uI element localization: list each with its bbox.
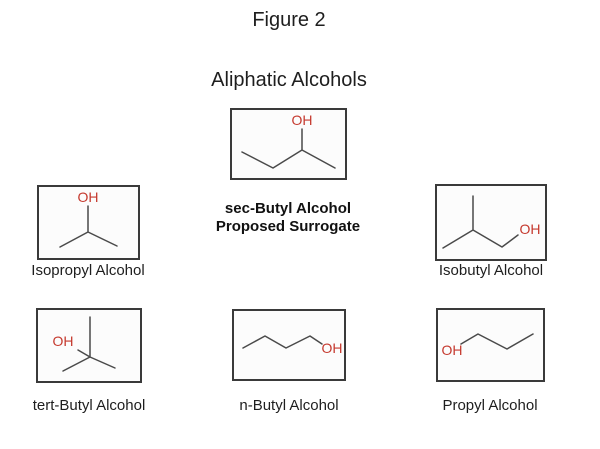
molecule-label-tert-butyl: tert-Butyl Alcohol bbox=[32, 397, 146, 414]
molecule-label-propyl: Propyl Alcohol bbox=[442, 397, 538, 414]
bond-skeleton bbox=[442, 195, 519, 249]
hydroxyl-label: OH bbox=[442, 342, 463, 358]
surrogate-note: Proposed Surrogate bbox=[215, 218, 361, 235]
structure-drawing-sec-butyl: OH bbox=[241, 112, 336, 169]
bond-skeleton bbox=[59, 205, 118, 248]
bond-skeleton bbox=[242, 335, 323, 349]
structure-drawing-isopropyl: OH bbox=[59, 189, 118, 248]
structure-box-sec-butyl: OH bbox=[230, 108, 347, 180]
molecule-label-isobutyl: Isobutyl Alcohol bbox=[438, 262, 544, 279]
structure-drawing-isobutyl: OH bbox=[442, 195, 541, 249]
hydroxyl-label: OH bbox=[292, 112, 313, 128]
structure-box-propyl: OH bbox=[436, 308, 545, 382]
bond-skeleton bbox=[62, 316, 116, 372]
structure-drawing-propyl: OH bbox=[442, 333, 534, 358]
bond-skeleton bbox=[241, 128, 336, 169]
surrogate-name: sec-Butyl Alcohol bbox=[224, 200, 352, 217]
figure-title: Figure 2 bbox=[252, 9, 326, 31]
molecule-label-isopropyl: Isopropyl Alcohol bbox=[31, 262, 145, 279]
structure-box-isopropyl: OH bbox=[37, 185, 140, 260]
hydroxyl-label: OH bbox=[78, 189, 99, 205]
bond-skeleton bbox=[460, 333, 534, 350]
structure-box-n-butyl: OH bbox=[232, 309, 346, 381]
hydroxyl-label: OH bbox=[322, 340, 343, 356]
molecule-label-n-butyl: n-Butyl Alcohol bbox=[239, 397, 339, 414]
structure-drawing-tert-butyl: OH bbox=[53, 316, 116, 372]
figure-subtitle: Aliphatic Alcohols bbox=[211, 69, 367, 91]
surrogate-caption: sec-Butyl Alcohol Proposed Surrogate bbox=[208, 200, 368, 236]
structure-box-tert-butyl: OH bbox=[36, 308, 142, 383]
hydroxyl-label: OH bbox=[520, 221, 541, 237]
structure-box-isobutyl: OH bbox=[435, 184, 547, 261]
structure-drawing-n-butyl: OH bbox=[242, 335, 343, 356]
hydroxyl-label: OH bbox=[53, 333, 74, 349]
